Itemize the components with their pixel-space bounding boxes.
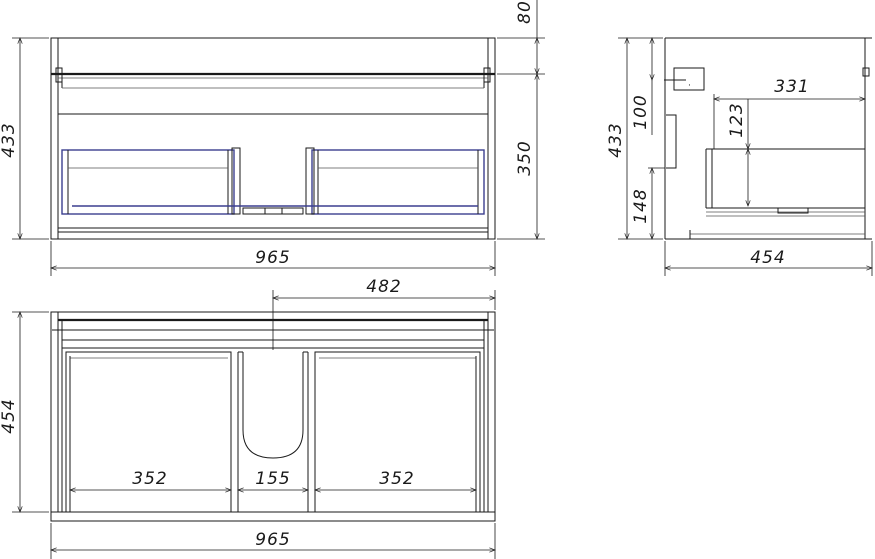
side-height-label: 433 [606,122,626,157]
front-width-label: 965 [255,248,290,268]
front-body-height-label: 350 [515,140,535,175]
front-right-drawer [305,147,485,215]
side-drawer [705,148,865,217]
front-view: 965 433 80 350 [0,0,545,276]
front-outline [50,37,496,240]
svg-text:·: · [688,81,692,91]
front-left-drawer [61,147,241,215]
side-depth-label: 454 [750,248,785,268]
side-view: · 433 100 148 331 [606,38,872,276]
outlet-box [673,67,705,91]
top-center-gap-label: 155 [255,469,290,489]
top-half-width-label: 482 [366,277,401,297]
top-width-label: 965 [255,530,290,550]
side-lower-offset-label: 148 [631,188,651,223]
top-right-drawer [314,351,481,513]
top-right-drawer-label: 352 [379,469,414,489]
top-left-drawer-label: 352 [132,469,167,489]
side-inner-depth-label: 331 [774,77,809,97]
side-inner-height-label: 123 [727,102,747,137]
side-upper-offset-label: 100 [631,94,651,129]
front-height-label: 433 [0,122,19,157]
front-top-gap-label: 80 [515,0,535,24]
top-view: 454 482 352 155 352 965 [0,277,495,559]
top-depth-label: 454 [0,398,19,433]
